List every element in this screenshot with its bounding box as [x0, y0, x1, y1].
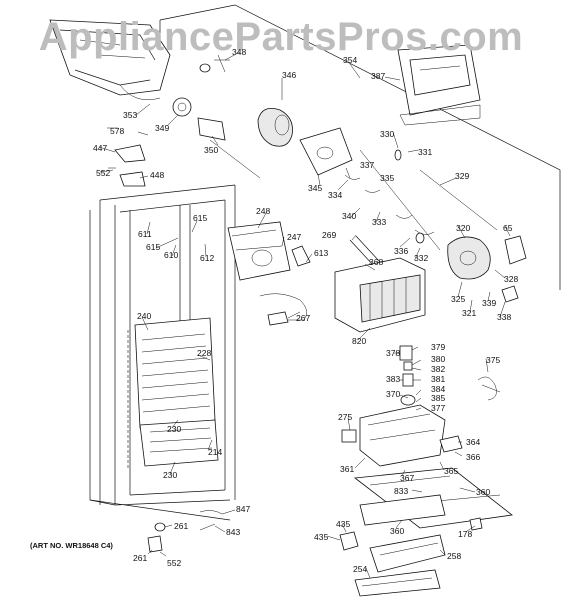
- callout: 345: [308, 183, 322, 193]
- callout: 230: [163, 470, 177, 480]
- callout: 360: [390, 526, 404, 536]
- callout: 339: [482, 298, 496, 308]
- icemaker: [334, 257, 426, 333]
- callout: 269: [322, 230, 336, 240]
- callout: 375: [486, 355, 500, 365]
- callout: 387: [371, 71, 385, 81]
- callout: 338: [497, 312, 511, 322]
- callout: 381: [431, 374, 445, 384]
- dispenser-housing: [341, 404, 463, 467]
- callout: 843: [226, 527, 240, 537]
- callout: 366: [466, 452, 480, 462]
- callout: 321: [462, 308, 476, 318]
- callout: 247: [287, 232, 301, 242]
- callout: 370: [386, 389, 400, 399]
- leader-lines: [98, 51, 511, 579]
- drip-tray: [354, 569, 441, 597]
- callout: 354: [343, 55, 357, 65]
- callout: 65: [503, 223, 513, 233]
- callout-labels: 348 346 354 387 353 349 578 350 447 552 …: [93, 47, 518, 574]
- callout: 615: [193, 213, 207, 223]
- callout: 350: [204, 145, 218, 155]
- callout: 611: [138, 229, 152, 239]
- callout: 261: [174, 521, 188, 531]
- watermark-text: AppliancePartsPros.com: [39, 15, 524, 59]
- callout: 820: [352, 336, 366, 346]
- linkage-arms: [344, 149, 498, 251]
- callout: 385: [431, 393, 445, 403]
- callout: 578: [110, 126, 124, 136]
- callout: 447: [93, 143, 107, 153]
- callout: 364: [466, 437, 480, 447]
- callout: 448: [150, 170, 164, 180]
- callout: 320: [456, 223, 470, 233]
- callout: 383: [386, 374, 400, 384]
- callout: 353: [123, 110, 137, 120]
- callout: 384: [431, 384, 445, 394]
- callout: 367: [400, 473, 414, 483]
- callout: 361: [340, 464, 354, 474]
- callout: 552: [167, 558, 181, 568]
- callout: 261: [133, 553, 147, 563]
- callout: 333: [372, 217, 386, 227]
- callout: 340: [342, 211, 356, 221]
- callout: 228: [197, 348, 211, 358]
- callout: 380: [431, 354, 445, 364]
- callout: 368: [369, 257, 383, 267]
- callout: 230: [167, 424, 181, 434]
- drive-motor-parts: [172, 54, 293, 179]
- switch-stack: [399, 345, 417, 417]
- icemaker-bracket: [227, 221, 311, 281]
- callout: 258: [447, 551, 461, 561]
- callout: 240: [137, 311, 151, 321]
- callout: 330: [380, 129, 394, 139]
- callout: 349: [155, 123, 169, 133]
- callout: 615: [146, 242, 160, 252]
- callout: 346: [282, 70, 296, 80]
- control-plate: [299, 127, 353, 176]
- callout: 214: [208, 447, 222, 457]
- callout: 379: [431, 342, 445, 352]
- callout: 275: [338, 412, 352, 422]
- callout: 610: [164, 250, 178, 260]
- callout: 377: [431, 403, 445, 413]
- callout: 254: [353, 564, 367, 574]
- ice-bucket: [49, 19, 171, 101]
- callout: 337: [360, 160, 374, 170]
- cup-lever: [369, 534, 446, 573]
- wire-harness: [477, 376, 501, 401]
- callout: 334: [328, 190, 342, 200]
- callout: 833: [394, 486, 408, 496]
- art-number-caption: (ART NO. WR18648 C4): [30, 541, 113, 550]
- callout: 331: [418, 147, 432, 157]
- callout: 267: [296, 313, 310, 323]
- cabinet-outline: [89, 4, 561, 521]
- heater-panel: [139, 419, 219, 467]
- callout: 847: [236, 504, 250, 514]
- callout: 332: [414, 253, 428, 263]
- slide-rails: [353, 467, 513, 529]
- callout: 348: [232, 47, 246, 57]
- callout: 178: [458, 529, 472, 539]
- callout: 435: [336, 519, 350, 529]
- callout: 248: [256, 206, 270, 216]
- callout: 328: [504, 274, 518, 284]
- callout: 378: [386, 348, 400, 358]
- callout: 613: [314, 248, 328, 258]
- callout: 360: [476, 487, 490, 497]
- dispenser-cover: [397, 44, 481, 126]
- callout: 382: [431, 364, 445, 374]
- callout: 612: [200, 253, 214, 263]
- callout: 365: [444, 466, 458, 476]
- callout: 336: [394, 246, 408, 256]
- callout: 335: [380, 173, 394, 183]
- dispenser-motor: [447, 235, 527, 303]
- callout: 325: [451, 294, 465, 304]
- small-brackets: [107, 127, 146, 187]
- callout: 552: [96, 168, 110, 178]
- callout: 329: [455, 171, 469, 181]
- callout: 435: [314, 532, 328, 542]
